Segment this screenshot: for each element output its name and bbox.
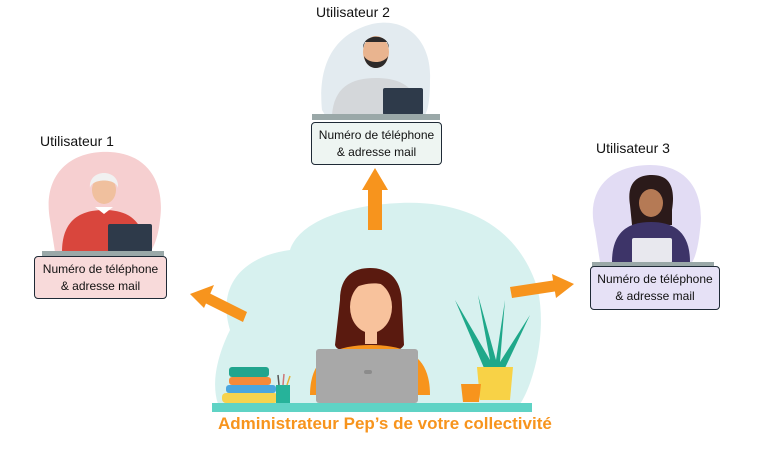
arrow-to-user-1	[190, 285, 247, 322]
info-line-email: & adresse mail	[615, 289, 695, 303]
desk	[212, 403, 532, 412]
admin-title: Administrateur Pep’s de votre collectivi…	[218, 414, 552, 433]
info-line-phone: Numéro de téléphone	[597, 272, 713, 286]
books-icon	[222, 393, 278, 403]
info-line-phone: Numéro de téléphone	[42, 261, 159, 276]
info-line-email: & adresse mail	[60, 278, 141, 293]
info-line-phone: Numéro de téléphone	[318, 127, 435, 142]
user-1-illustration	[42, 151, 164, 256]
cup-icon	[461, 384, 481, 402]
info-line-email: & adresse mail	[336, 144, 417, 159]
user-3-info-box: Numéro de téléphone & adresse mail	[590, 266, 720, 310]
user-1-info-box: Numéro de téléphone & adresse mail	[34, 256, 167, 299]
user-2-info-box: Numéro de téléphone & adresse mail	[311, 122, 442, 165]
user-3-illustration	[592, 165, 714, 267]
admin-illustration	[212, 202, 541, 412]
user-2-illustration	[312, 22, 440, 120]
user-1-label: Utilisateur 1	[40, 133, 114, 149]
user-3-label: Utilisateur 3	[596, 140, 670, 156]
plant-icon	[455, 295, 530, 400]
arrow-to-user-3	[510, 274, 574, 298]
user-2-label: Utilisateur 2	[316, 4, 390, 20]
laptop-icon	[316, 349, 418, 403]
arrow-to-user-2	[362, 168, 388, 230]
